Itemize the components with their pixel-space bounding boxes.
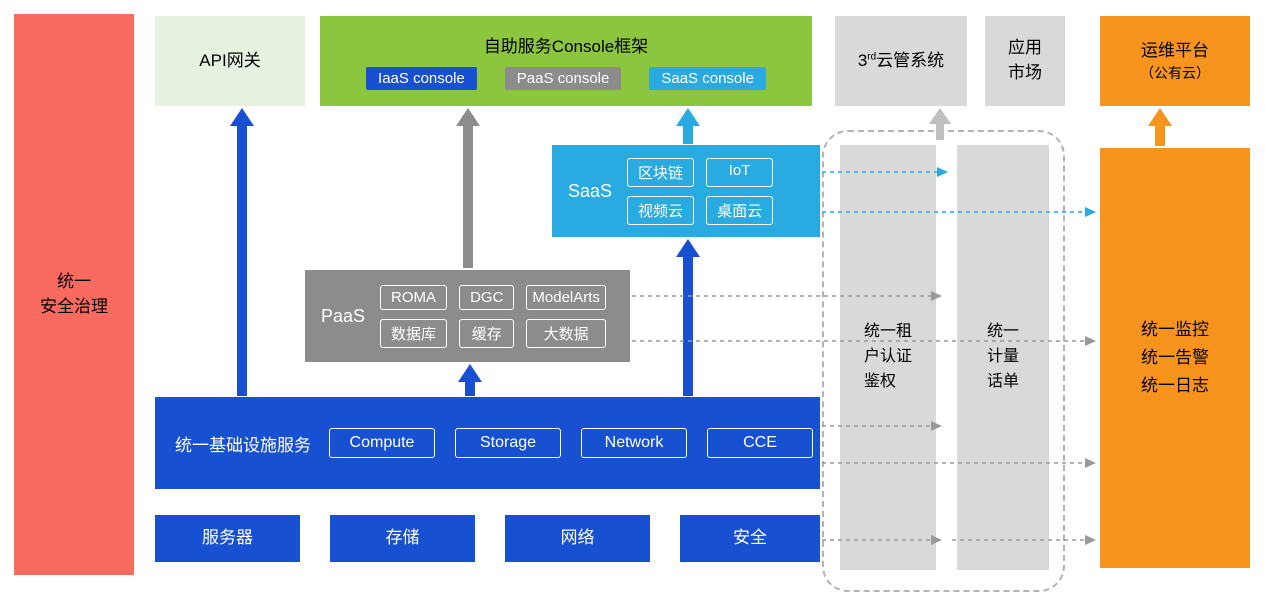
hardware-storage-label: 存储 bbox=[385, 528, 420, 548]
paas-chip-database: 数据库 bbox=[380, 318, 448, 348]
monitoring-bar-label: 统一监控 统一告警 统一日志 bbox=[1141, 319, 1209, 396]
hardware-box-storage: 存储 bbox=[330, 515, 475, 562]
security-governance-label: 统一 安全治理 bbox=[40, 271, 108, 316]
infrastructure-label: 统一基础设施服务 bbox=[175, 435, 311, 455]
arrow-infra-to-api-gateway bbox=[230, 108, 254, 396]
billing-bar: 统一 计量 话单 bbox=[957, 145, 1049, 570]
infra-chip-storage: Storage bbox=[455, 428, 561, 458]
third-party-cloud-box: 3rd云管系统 bbox=[835, 16, 967, 106]
third-party-suffix: 云管系统 bbox=[876, 50, 945, 70]
arrow-infra-to-paas bbox=[458, 364, 482, 396]
api-gateway-box: API网关 bbox=[155, 16, 305, 106]
third-party-superscript: rd bbox=[867, 51, 877, 63]
api-gateway-label: API网关 bbox=[199, 50, 261, 70]
console-button-row: IaaS console PaaS console SaaS console bbox=[366, 67, 766, 90]
paas-layer-label: PaaS bbox=[321, 305, 366, 326]
om-platform-label-line1: 运维平台 bbox=[1141, 40, 1209, 60]
paas-console-button: PaaS console bbox=[504, 67, 622, 90]
saas-chip-grid: 区块链 IoT 视频云 桌面云 bbox=[627, 157, 774, 225]
saas-layer-label: SaaS bbox=[568, 180, 613, 201]
paas-chip-modelarts: ModelArts bbox=[526, 284, 606, 310]
third-party-prefix: 3 bbox=[857, 50, 868, 70]
om-platform-label-line2: （公有云） bbox=[1140, 65, 1210, 82]
saas-chip-iot: IoT bbox=[706, 157, 774, 187]
security-governance-bar: 统一 安全治理 bbox=[14, 14, 134, 575]
arrow-monitoring-to-om-platform bbox=[1148, 108, 1172, 146]
hardware-network-label: 网络 bbox=[560, 528, 595, 548]
paas-chip-dgc: DGC bbox=[459, 284, 515, 310]
paas-chip-roma: ROMA bbox=[380, 284, 448, 310]
saas-chip-desktop-cloud: 桌面云 bbox=[706, 195, 774, 225]
hardware-box-security: 安全 bbox=[680, 515, 820, 562]
third-party-cloud-label: 3rd云管系统 bbox=[858, 49, 944, 74]
saas-console-button: SaaS console bbox=[649, 67, 766, 90]
iaas-console-button: IaaS console bbox=[366, 67, 477, 90]
console-framework-box: 自助服务Console框架 IaaS console PaaS console … bbox=[320, 16, 812, 106]
paas-chip-bigdata: 大数据 bbox=[526, 318, 606, 348]
console-framework-title: 自助服务Console框架 bbox=[483, 37, 649, 56]
app-market-label: 应用 市场 bbox=[1008, 38, 1042, 82]
saas-chip-blockchain: 区块链 bbox=[627, 157, 695, 187]
paas-layer-box: PaaS ROMA DGC ModelArts 数据库 缓存 大数据 bbox=[305, 270, 630, 362]
paas-chip-grid: ROMA DGC ModelArts 数据库 缓存 大数据 bbox=[380, 284, 606, 348]
billing-bar-label: 统一 计量 话单 bbox=[986, 323, 1019, 390]
infra-chip-network: Network bbox=[581, 428, 687, 458]
hardware-security-label: 安全 bbox=[733, 528, 767, 548]
saas-layer-box: SaaS 区块链 IoT 视频云 桌面云 bbox=[552, 145, 820, 237]
infrastructure-layer-box: 统一基础设施服务 Compute Storage Network CCE bbox=[155, 397, 820, 489]
hardware-box-network: 网络 bbox=[505, 515, 650, 562]
auth-bar-label: 统一租 户认证 鉴权 bbox=[863, 323, 912, 390]
arrow-infra-to-saas bbox=[676, 239, 700, 396]
infra-chip-compute: Compute bbox=[329, 428, 435, 458]
hardware-server-label: 服务器 bbox=[202, 528, 253, 548]
arrow-paas-to-console bbox=[456, 108, 480, 268]
saas-chip-video-cloud: 视频云 bbox=[627, 195, 695, 225]
paas-chip-cache: 缓存 bbox=[459, 318, 515, 348]
hardware-box-server: 服务器 bbox=[155, 515, 300, 562]
monitoring-bar: 统一监控 统一告警 统一日志 bbox=[1100, 148, 1250, 568]
arrow-saas-to-console bbox=[676, 108, 700, 144]
om-platform-box: 运维平台 （公有云） bbox=[1100, 16, 1250, 106]
infra-chip-cce: CCE bbox=[707, 428, 813, 458]
app-market-box: 应用 市场 bbox=[985, 16, 1065, 106]
auth-bar: 统一租 户认证 鉴权 bbox=[840, 145, 936, 570]
infrastructure-chip-row: Compute Storage Network CCE bbox=[329, 428, 813, 458]
